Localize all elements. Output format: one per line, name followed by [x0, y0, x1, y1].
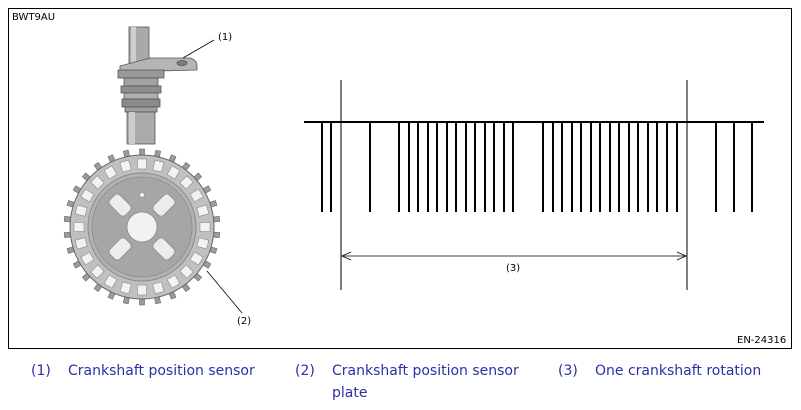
callout-2-leader [206, 270, 243, 314]
crankshaft-sensor-plate [63, 148, 221, 306]
plate-window [189, 188, 204, 203]
pulse-lines [321, 122, 753, 212]
legend-number: (3) [558, 363, 578, 379]
plate-window [119, 281, 132, 295]
plate-window [189, 251, 204, 266]
legend-description: One crankshaft rotation [595, 363, 762, 379]
plate-window [199, 222, 211, 232]
plate-windows [73, 158, 211, 296]
plate-window [152, 159, 165, 173]
crankshaft-position-sensor [117, 26, 198, 145]
rotation-arrowhead-left [341, 251, 352, 261]
plate-window [74, 237, 88, 250]
plate-window [103, 165, 118, 180]
callout-1-label: (1) [218, 32, 233, 43]
legend-number: (1) [31, 363, 51, 379]
plate-window [166, 165, 181, 180]
figure-ref-number: EN-24316 [737, 335, 787, 346]
plate-window [119, 159, 132, 173]
plate-window [166, 274, 181, 289]
callout-1-leader [182, 39, 215, 59]
plate-teeth [63, 148, 221, 306]
legend-description: Crankshaft position sensor [68, 363, 255, 379]
plate-window [80, 251, 95, 266]
plate-window [73, 222, 85, 232]
plate-window [179, 264, 194, 279]
legend-number: (2) [295, 363, 315, 379]
callout-2-label: (2) [237, 316, 252, 327]
rotation-arrowhead-right [676, 251, 687, 261]
plate-window [90, 264, 105, 279]
plate-window [196, 204, 210, 217]
waveform-diagram [304, 80, 764, 290]
plate-window [80, 188, 95, 203]
callout-3-label: (3) [506, 263, 521, 274]
plate-window [90, 175, 105, 190]
legend-description: Crankshaft position sensor plate [332, 363, 519, 401]
figure-code: BWT9AU [12, 12, 56, 23]
plate-window [179, 175, 194, 190]
plate-window [196, 237, 210, 250]
plate-window [103, 274, 118, 289]
plate-window [74, 204, 88, 217]
figure-illustration [63, 26, 764, 314]
plate-window [137, 158, 147, 170]
plate-window [137, 284, 147, 296]
plate-window [152, 281, 165, 295]
